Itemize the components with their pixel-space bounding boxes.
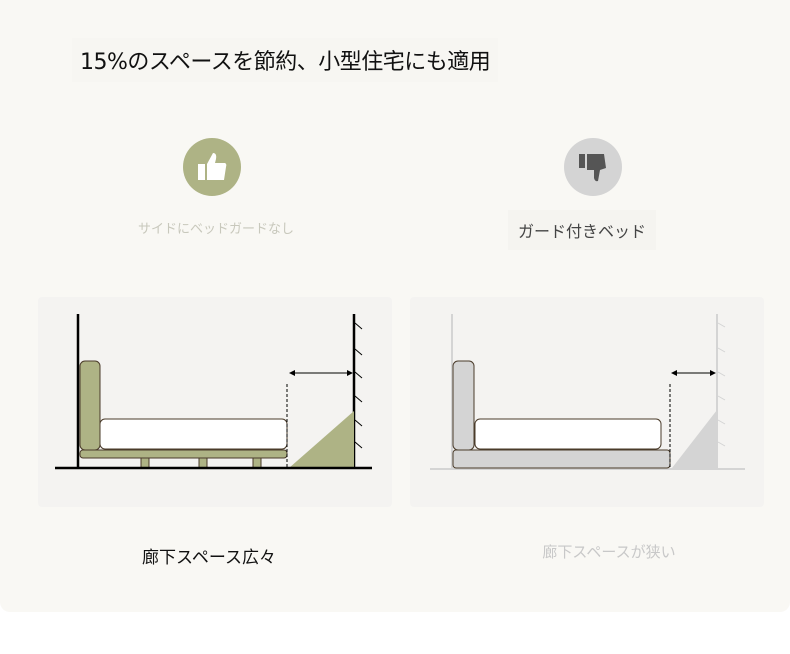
caption-spacious: 廊下スペース広々 bbox=[142, 548, 276, 568]
option-label-with-guard: ガード付きベッド bbox=[508, 210, 657, 250]
caption-narrow: 廊下スペースが狭い bbox=[542, 543, 676, 561]
thumbs-down-icon bbox=[564, 138, 622, 196]
bed-diagrams bbox=[55, 314, 745, 470]
diagram-no-guard bbox=[55, 314, 372, 470]
thumbs-up-icon bbox=[183, 138, 241, 196]
option-label-no-guard: サイドにベッドガードなし bbox=[138, 222, 295, 237]
comparison-card: 15%のスペースを節約、小型住宅にも適用 サイドにベッドガードなし ガード付きベ… bbox=[0, 0, 790, 612]
diagram-with-guard bbox=[430, 314, 745, 470]
page-title: 15%のスペースを節約、小型住宅にも適用 bbox=[72, 38, 499, 82]
